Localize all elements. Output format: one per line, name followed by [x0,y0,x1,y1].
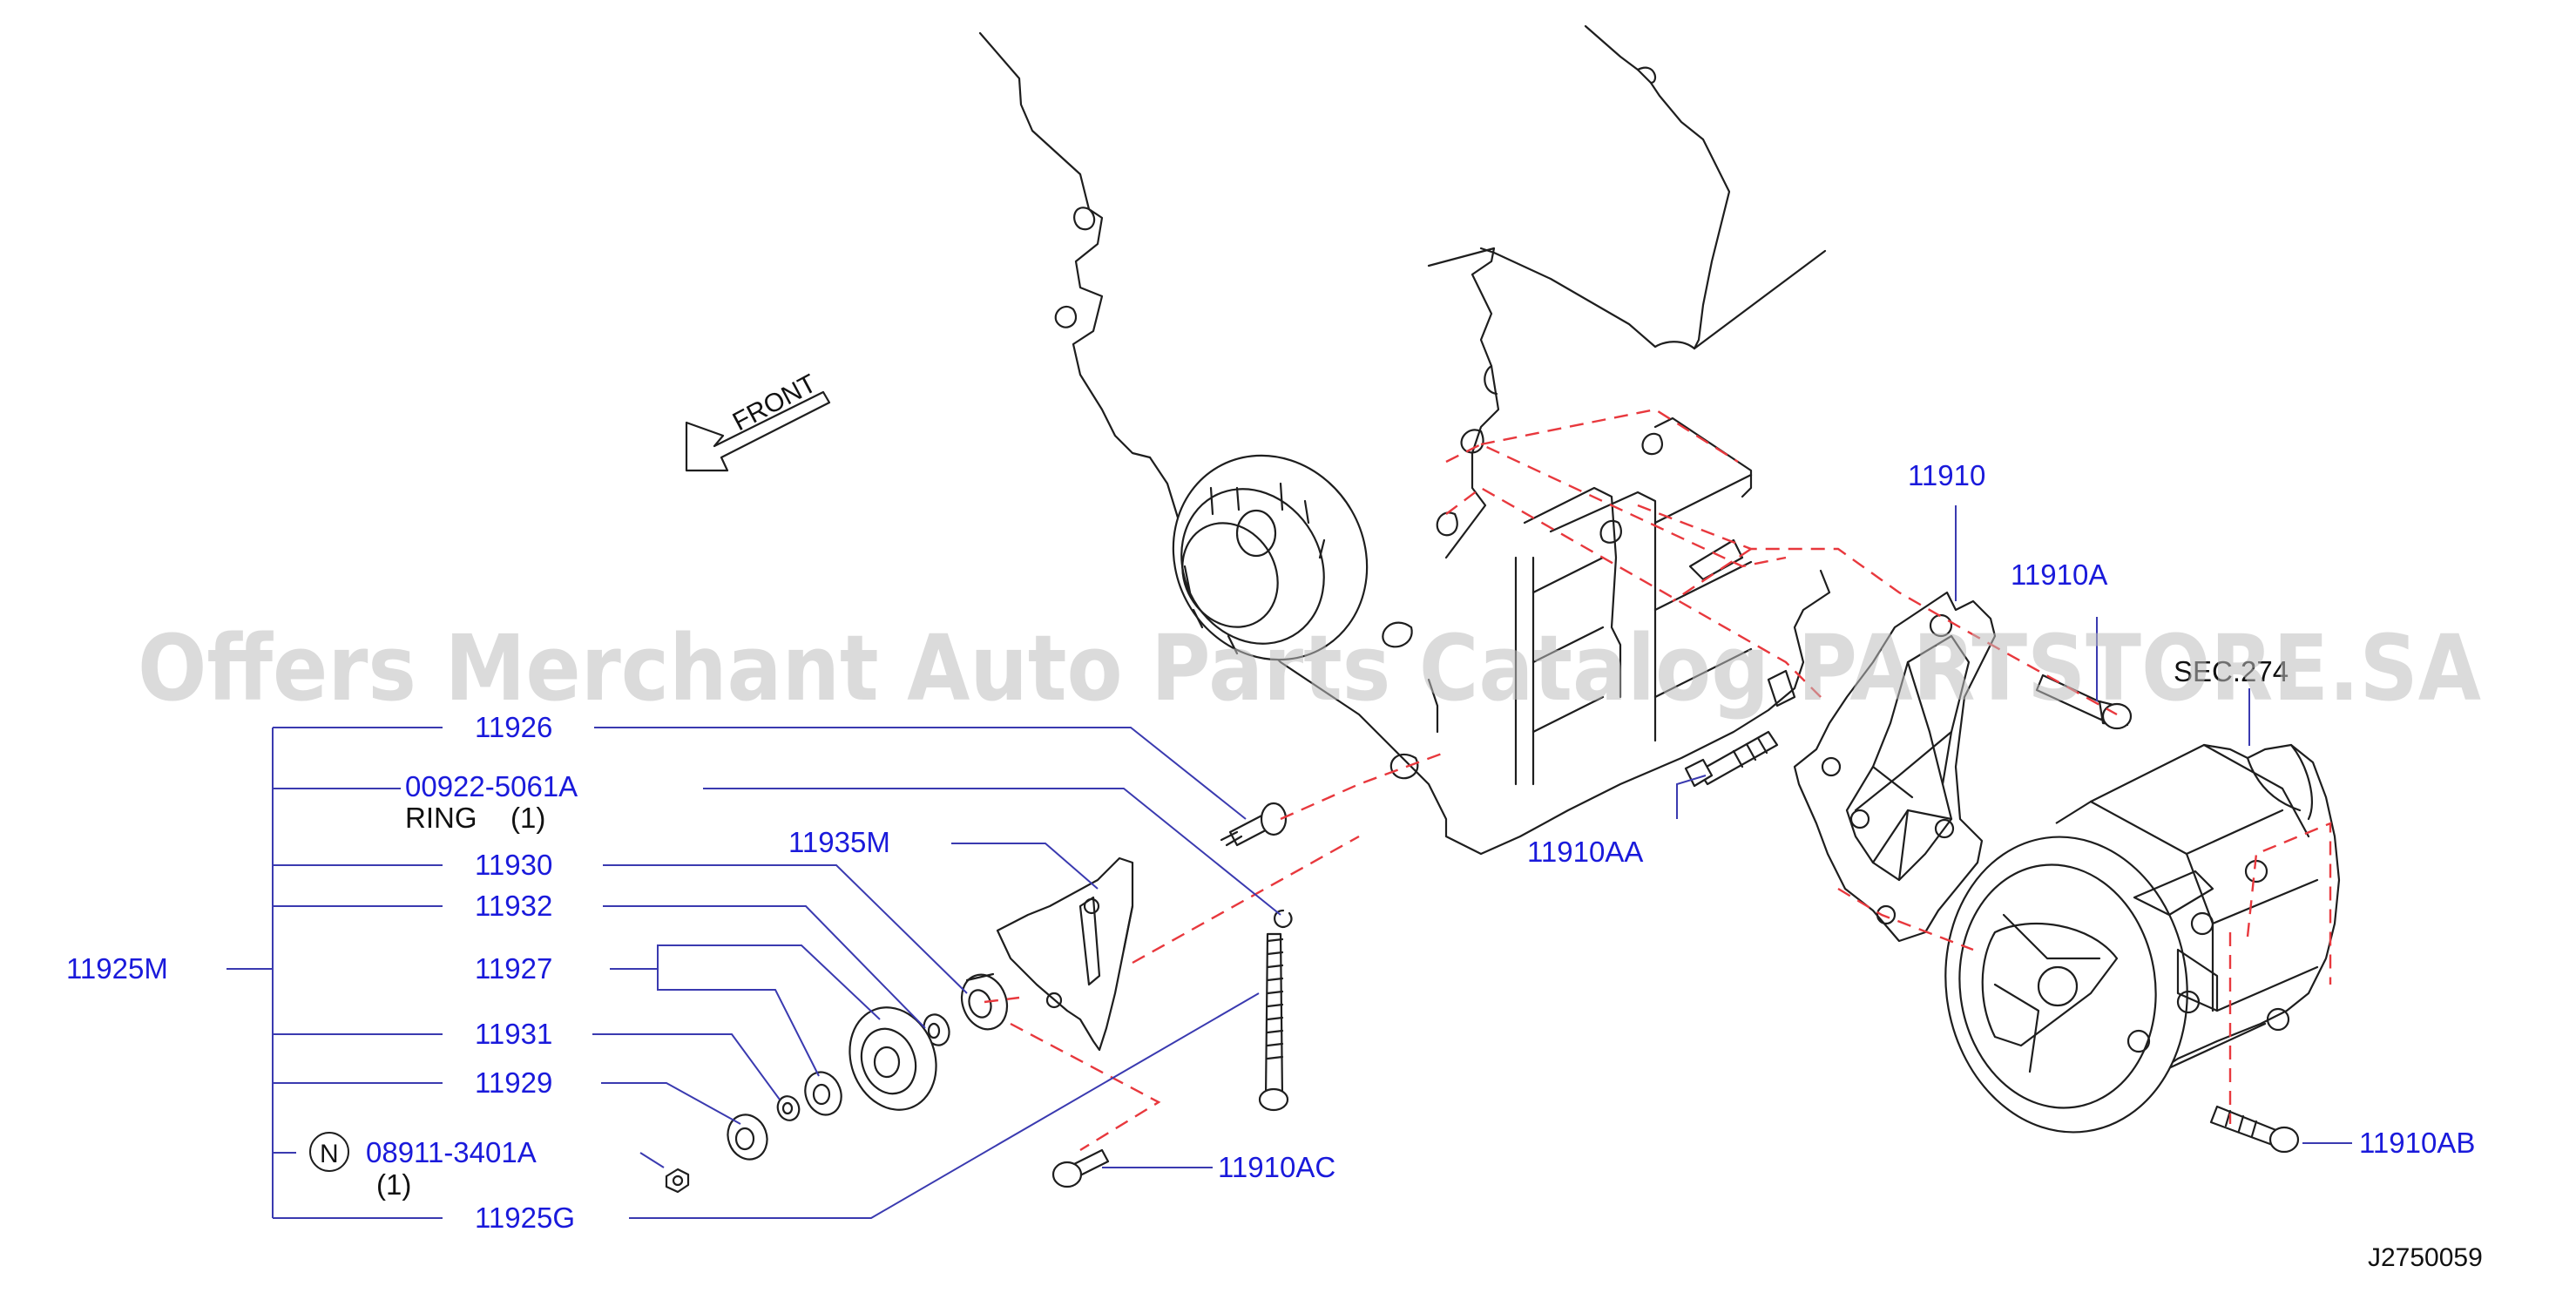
front-direction-arrow: FRONT [685,369,831,472]
callout-11910a[interactable]: 11910A [2011,558,2107,591]
front-label: FRONT [728,369,821,437]
callout-11910aa[interactable]: 11910AA [1527,836,1643,868]
kit-part-11926[interactable]: 11926 [475,711,552,743]
new-part-badge: N [309,1132,349,1172]
kit-part-11929[interactable]: 11929 [475,1066,552,1099]
kit-bracket-tree [226,727,1281,1219]
diagram-id: J2750059 [2368,1243,2483,1272]
callout-11910ab[interactable]: 11910AB [2359,1127,2475,1159]
ring-quantity: (1) [510,802,545,834]
idler-pulley-stack-drawing [665,802,1293,1194]
kit-part-11925g[interactable]: 11925G [475,1202,575,1234]
kit-part-11931[interactable]: 11931 [475,1018,552,1050]
callout-11910[interactable]: 11910 [1908,459,1985,491]
watermark-text: Offers Merchant Auto Parts Catalog PARTS… [138,615,2481,721]
callout-11910ac[interactable]: 11910AC [1218,1151,1335,1183]
callout-11935m[interactable]: 11935M [788,826,890,858]
idler-bracket-drawing [996,856,1134,1052]
kit-part-00922-5061a[interactable]: 00922-5061A [405,770,578,802]
compressor-bracket-drawing [1793,591,1997,943]
kit-part-11932[interactable]: 11932 [475,890,552,922]
section-reference[interactable]: SEC.274 [2174,655,2289,687]
callout-11925m[interactable]: 11925M [66,952,168,985]
callout-leader-lines [951,505,2352,1168]
new-part-badge-letter: N [320,1140,339,1168]
kit-part-08911-3401a[interactable]: 08911-3401A [366,1136,537,1168]
nut-quantity: (1) [376,1168,411,1201]
ring-note: RING [405,802,477,834]
ac-compressor-drawing [1944,743,2341,1134]
engine-block-drawing [978,24,1831,856]
kit-part-11927[interactable]: 11927 [475,952,552,985]
assembly-reference-lines [984,408,2332,1152]
kit-part-11930[interactable]: 11930 [475,849,552,881]
